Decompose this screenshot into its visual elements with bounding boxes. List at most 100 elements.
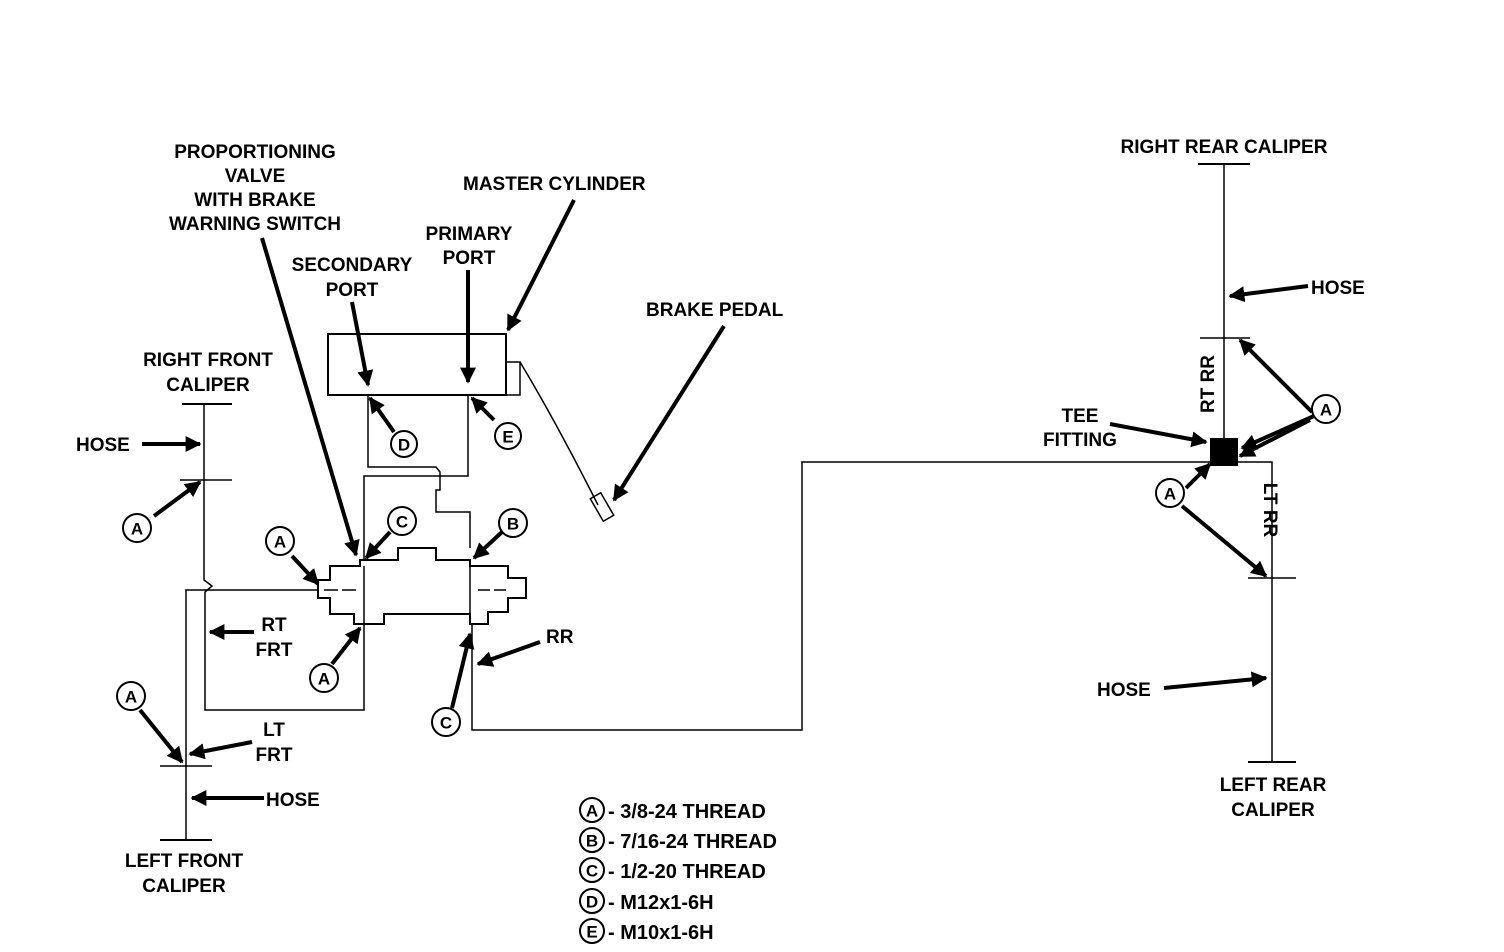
arrow-callout-a-rr-2 [1240, 414, 1315, 450]
master-cylinder-pushrod [506, 361, 521, 396]
arrow-callout-a-rr-1 [1238, 338, 1314, 414]
arrow-brake-pedal [612, 324, 726, 502]
master-cylinder-body [327, 333, 507, 396]
svg-text:D: D [586, 893, 598, 912]
arrow-lr-hose [1163, 671, 1268, 690]
rt-rr-label: RT RR [1198, 355, 1219, 413]
svg-text:FRT: FRT [256, 640, 293, 661]
lt-rr-line [1238, 461, 1273, 578]
arrow-secondary-port [350, 301, 374, 387]
svg-text:A: A [318, 670, 330, 689]
svg-text:A: A [1164, 485, 1176, 504]
callout-e: E [494, 422, 522, 450]
svg-text:E: E [586, 923, 597, 942]
arrow-callout-b [472, 530, 504, 560]
brake-pedal-linkage [519, 361, 599, 506]
svg-text:PROPORTIONING: PROPORTIONING [174, 142, 336, 163]
arrow-callout-a-lr-1 [1184, 462, 1212, 490]
svg-text:A: A [1320, 401, 1332, 420]
svg-text:B: B [586, 832, 598, 851]
svg-text:C: C [396, 513, 408, 532]
arrow-proportioning-valve [260, 237, 360, 557]
svg-text:B: B [507, 515, 519, 534]
svg-text:CALIPER: CALIPER [142, 876, 226, 897]
svg-text:- M10x1-6H: - M10x1-6H [608, 922, 714, 944]
rt-frt-brake-line [203, 404, 365, 711]
arrow-rr [476, 640, 541, 667]
svg-text:CALIPER: CALIPER [1231, 800, 1315, 821]
arrow-tee-fitting [1109, 422, 1208, 448]
svg-text:SECONDARY: SECONDARY [292, 255, 413, 276]
arrow-callout-a-rr-3 [1238, 418, 1311, 458]
brake-pedal [589, 491, 615, 523]
svg-text:VALVE: VALVE [225, 166, 286, 187]
lt-rr-label: LT RR [1259, 483, 1280, 538]
brake-pedal-label: BRAKE PEDAL [646, 300, 784, 321]
svg-text:C: C [586, 862, 598, 881]
legend-item-b: B - 7/16-24 THREAD [579, 827, 777, 853]
svg-text:FRT: FRT [256, 745, 293, 766]
svg-text:A: A [131, 520, 143, 539]
thread-legend: A - 3/8-24 THREAD B - 7/16-24 THREAD C -… [579, 797, 777, 944]
right-front-caliper-label: RIGHT FRONT CALIPER [143, 350, 273, 396]
secondary-brake-line [367, 395, 471, 548]
lt-frt-label: LT FRT [256, 720, 293, 766]
svg-text:TEE: TEE [1062, 406, 1099, 427]
arrow-callout-e [470, 396, 496, 422]
callout-c-top: C [387, 506, 417, 536]
arrow-callout-a-bottom [330, 626, 362, 666]
rear-brake-line [471, 461, 1220, 731]
arrow-rr-hose [1228, 284, 1309, 303]
svg-text:PORT: PORT [443, 248, 496, 269]
svg-text:- 3/8-24 THREAD: - 3/8-24 THREAD [608, 801, 766, 823]
callout-a-valve: A [265, 526, 295, 556]
legend-item-c: C - 1/2-20 THREAD [579, 857, 766, 883]
rt-frt-label: RT FRT [256, 615, 293, 661]
callout-a-rf: A [122, 513, 152, 543]
tee-fitting [1210, 438, 1238, 466]
arrow-callout-c-top [364, 530, 392, 560]
callout-a-lf: A [116, 681, 146, 711]
callout-a-lr: A [1155, 478, 1185, 508]
master-cylinder-label: MASTER CYLINDER [463, 174, 646, 195]
arrow-callout-c-bottom [450, 632, 475, 709]
callout-a-bottom: A [309, 663, 339, 693]
svg-text:PORT: PORT [326, 280, 379, 301]
proportioning-valve-label: PROPORTIONING VALVE WITH BRAKE WARNING S… [169, 142, 341, 235]
svg-text:LEFT FRONT: LEFT FRONT [125, 851, 244, 872]
svg-text:PRIMARY: PRIMARY [426, 224, 513, 245]
callout-d: D [390, 430, 418, 458]
svg-text:E: E [502, 428, 513, 447]
svg-text:FITTING: FITTING [1043, 430, 1117, 451]
callout-c-bottom: C [431, 707, 461, 737]
left-front-caliper-label: LEFT FRONT CALIPER [125, 851, 244, 897]
svg-text:LT: LT [263, 720, 285, 741]
arrow-lt-frt [188, 740, 253, 760]
arrow-callout-a-rf [152, 480, 202, 518]
svg-text:WITH BRAKE: WITH BRAKE [194, 190, 315, 211]
proportioning-valve-body [317, 547, 527, 625]
callout-b: B [498, 508, 528, 538]
svg-text:C: C [440, 714, 452, 733]
legend-item-a: A - 3/8-24 THREAD [579, 797, 766, 823]
lt-frt-brake-line [185, 589, 318, 766]
svg-text:- M12x1-6H: - M12x1-6H [608, 892, 714, 914]
svg-text:CALIPER: CALIPER [166, 375, 250, 396]
svg-text:D: D [398, 436, 410, 455]
legend-item-e: E - M10x1-6H [579, 918, 714, 944]
primary-port-label: PRIMARY PORT [426, 224, 513, 269]
svg-text:LEFT REAR: LEFT REAR [1220, 775, 1327, 796]
callout-a-rr: A [1311, 394, 1341, 424]
rf-hose-label: HOSE [76, 435, 130, 456]
arrow-callout-a-valve [290, 554, 320, 586]
rr-hose-label: HOSE [1311, 278, 1365, 299]
svg-text:A: A [274, 533, 286, 552]
legend-item-d: D - M12x1-6H [579, 888, 714, 914]
secondary-port-label: SECONDARY PORT [292, 255, 413, 301]
arrow-master-cylinder [506, 199, 576, 332]
svg-text:A: A [125, 688, 137, 707]
tee-fitting-label: TEE FITTING [1043, 406, 1117, 451]
right-rear-caliper-label: RIGHT REAR CALIPER [1121, 137, 1328, 158]
lr-hose-label: HOSE [1097, 680, 1151, 701]
